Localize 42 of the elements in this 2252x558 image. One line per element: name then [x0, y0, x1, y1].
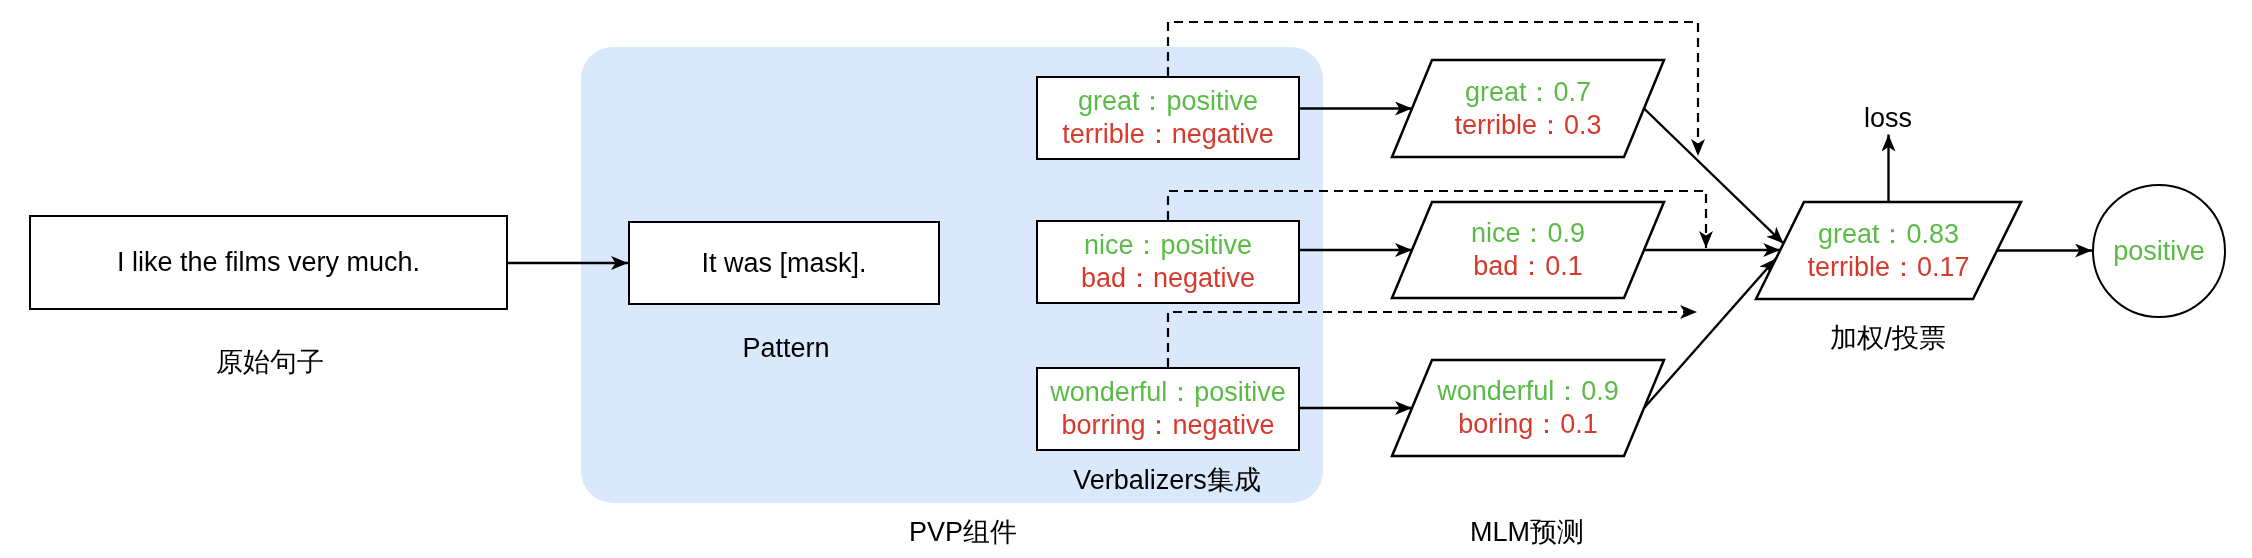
arrow [1881, 134, 1896, 202]
caption-text: 加权/投票 [1830, 321, 1946, 355]
prediction-text: positive [2113, 234, 2205, 268]
caption-text: Verbalizers集成 [1073, 463, 1261, 497]
mapping-text: great：positive [1077, 85, 1259, 118]
mapping-text: bad：negative [1080, 262, 1256, 295]
score-text: bad：0.1 [1473, 250, 1583, 283]
arrow [1644, 243, 1781, 257]
dashed-arrow [1166, 189, 1713, 248]
mapping-text: nice：positive [1083, 229, 1253, 262]
template-text: It was [mask]. [701, 246, 867, 280]
arrow [1643, 107, 1785, 245]
mapping-text: terrible：negative [1062, 118, 1274, 151]
arrow [1300, 101, 1412, 116]
arrow [1300, 243, 1412, 257]
dashed-arrow [1166, 305, 1697, 367]
verbalizer-box [1036, 367, 1300, 451]
sentence-text: I like the films very much. [116, 246, 421, 279]
score-text: boring：0.1 [1458, 408, 1598, 441]
verbalizer-box [1036, 220, 1300, 304]
arrow [508, 256, 628, 270]
caption-text: PVP组件 [909, 515, 1017, 549]
arrow [1997, 243, 2092, 258]
output-label: loss [1863, 101, 1913, 135]
arrow [1643, 257, 1777, 409]
score-text: terrible：0.3 [1454, 108, 1602, 142]
score-text: great：0.7 [1464, 75, 1592, 109]
prediction-parallelogram [1392, 360, 1664, 456]
score-text: terrible：0.17 [1807, 250, 1970, 284]
verbalizer-box [1036, 76, 1300, 160]
caption-text: Pattern [742, 331, 830, 365]
mapping-text: borring：negative [1061, 409, 1275, 442]
caption-text: MLM预测 [1470, 515, 1584, 549]
score-text: great：0.83 [1817, 217, 1960, 251]
mapping-text: wonderful：positive [1050, 376, 1286, 409]
prediction-parallelogram [1392, 60, 1664, 157]
score-text: wonderful：0.9 [1437, 375, 1619, 408]
arrow [1300, 401, 1412, 415]
prediction-parallelogram [1392, 202, 1664, 298]
score-text: nice：0.9 [1470, 217, 1586, 250]
caption-text: 原始句子 [216, 345, 324, 379]
dashed-arrow [1166, 20, 1705, 156]
